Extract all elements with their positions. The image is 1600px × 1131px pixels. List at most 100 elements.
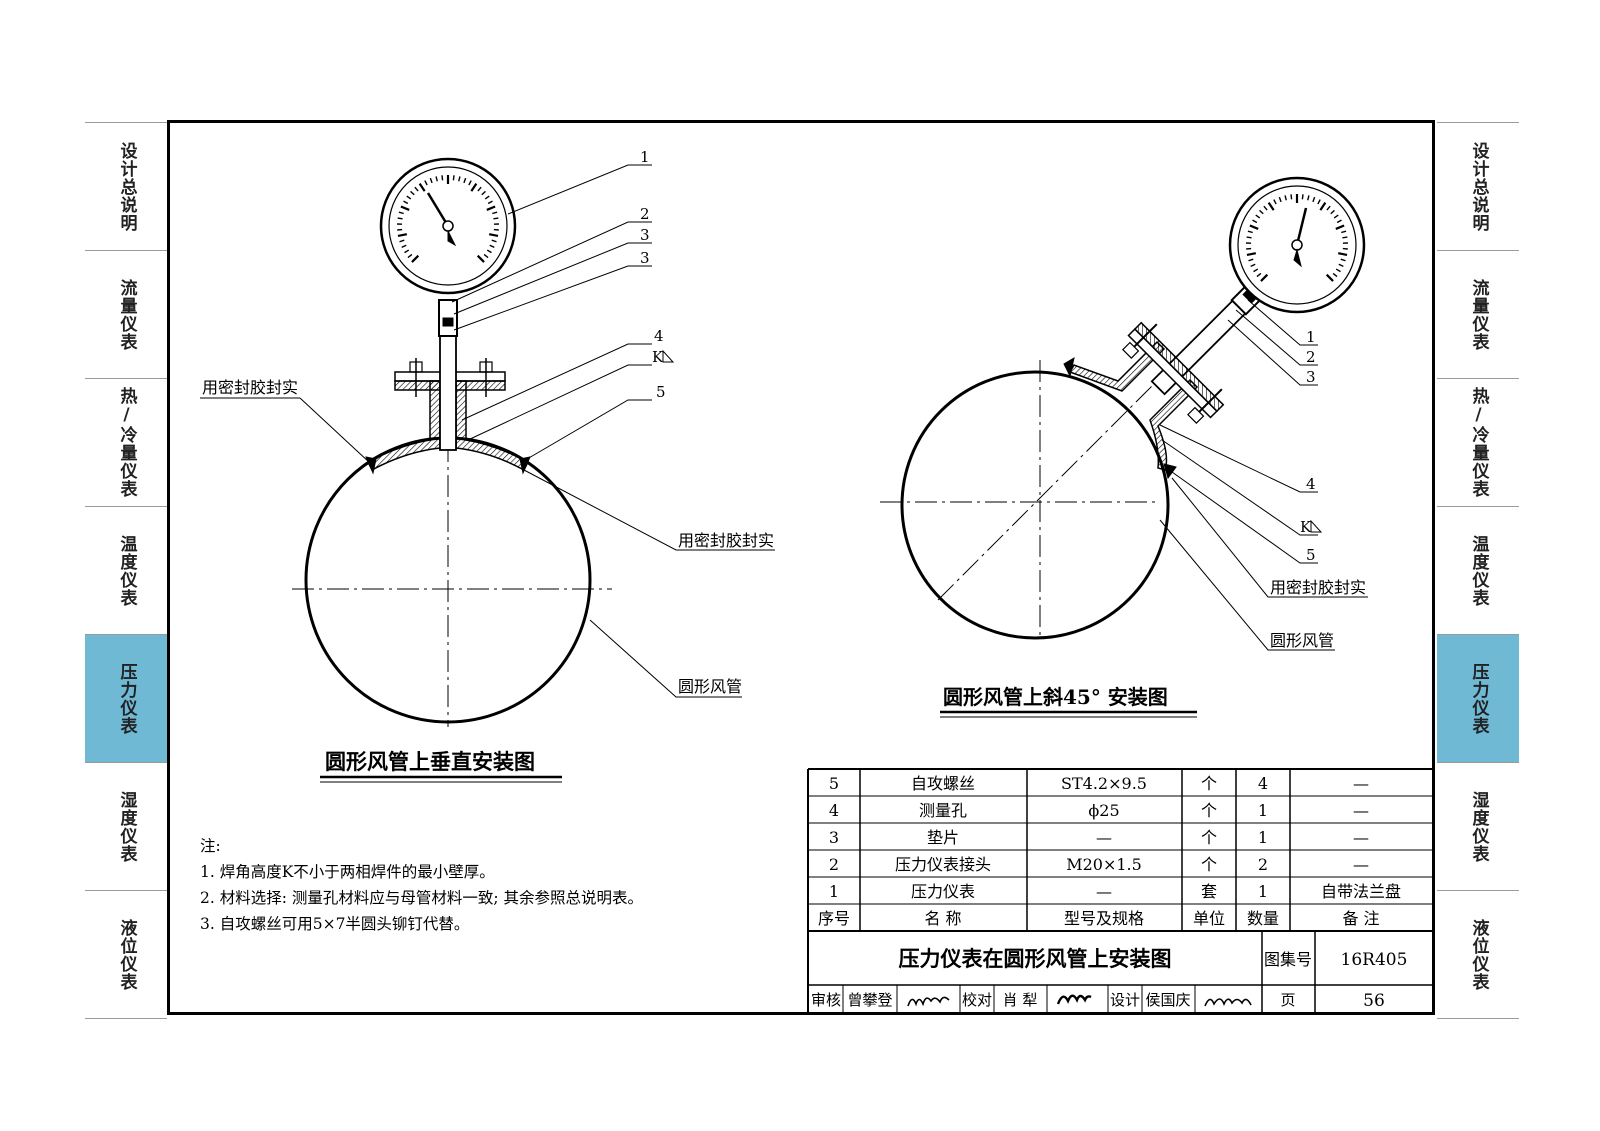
tab-humidity-meters[interactable]: 湿度仪表 <box>85 762 167 890</box>
drawing-frame <box>167 120 1435 1015</box>
callout-2: 2 <box>1306 348 1316 366</box>
gauge-tick <box>1248 258 1254 262</box>
tab-label: 设计总说明 <box>116 141 137 232</box>
gauge-tick <box>1260 273 1269 282</box>
saddle-lower <box>1149 378 1199 471</box>
callout-5: 5 <box>656 383 666 401</box>
tab-label: 设计总说明 <box>1468 141 1489 232</box>
duct-label: 圆形风管 <box>1270 631 1334 650</box>
gauge-tick <box>1325 273 1334 282</box>
gauge-tick <box>1307 195 1310 201</box>
cell: — <box>1353 801 1369 820</box>
gauge-tick <box>1340 258 1346 262</box>
cell: 1 <box>1258 882 1268 901</box>
cell: 压力仪表 <box>911 882 975 901</box>
gauge-needle <box>1295 207 1308 246</box>
callout-3: 3 <box>1306 368 1316 386</box>
gauge-tick <box>401 244 407 248</box>
notes-heading: 注: <box>200 837 221 855</box>
tab-temperature-meters[interactable]: 温度仪表 <box>1437 506 1519 634</box>
gauge-tick <box>397 233 408 238</box>
gauge-tick <box>1284 195 1287 201</box>
gauge-tick <box>1247 230 1253 234</box>
leader-5 <box>1171 471 1318 564</box>
callout-5: 5 <box>1306 546 1316 564</box>
tab-temperature-meters[interactable]: 温度仪表 <box>85 506 167 634</box>
gauge-tick <box>476 254 485 263</box>
cell: 个 <box>1201 774 1217 793</box>
side-nav-right: 设计总说明 流量仪表 热/冷量仪表 温度仪表 压力仪表 湿度仪表 液位仪表 <box>1437 122 1519 1019</box>
gauge-tick <box>1330 209 1335 215</box>
cell: — <box>1353 855 1369 874</box>
gauge-ticks <box>397 175 499 263</box>
cell: ϕ25 <box>1088 801 1119 820</box>
callout-3: 3 <box>640 226 650 244</box>
gauge-tick <box>1263 205 1268 211</box>
gauge-tick <box>458 176 461 182</box>
gauge-tick <box>1335 268 1341 273</box>
leader-4 <box>461 343 652 421</box>
gauge-tick <box>397 217 403 220</box>
gauge-tick <box>429 177 433 184</box>
cell: 压力仪表接头 <box>895 855 991 874</box>
gauge-tick <box>1337 252 1348 257</box>
page-number: 56 <box>1363 991 1385 1011</box>
tab-label: 液位仪表 <box>116 918 137 991</box>
leader-3 <box>1227 319 1318 386</box>
gauge-tick <box>1278 196 1282 203</box>
tab-label: 湿度仪表 <box>1468 790 1489 863</box>
header-cell: 数量 <box>1247 909 1279 928</box>
cell: 1 <box>829 882 839 901</box>
page-label: 页 <box>1280 991 1295 1009</box>
gauge-tick <box>470 182 478 192</box>
leader-seal-right <box>523 469 775 551</box>
gauge-tail <box>1293 248 1302 268</box>
cell: 1 <box>1258 828 1268 847</box>
cell: 测量孔 <box>919 801 967 820</box>
leader-3b <box>453 265 652 331</box>
parts-table-text: 5 自攻螺丝 ST4.2×9.5 个 4 — 4 测量孔 ϕ25 个 1 — 3… <box>818 774 1401 928</box>
tab-label: 液位仪表 <box>1468 918 1489 991</box>
gauge-tick <box>1249 224 1259 230</box>
tab-level-meters[interactable]: 液位仪表 <box>85 890 167 1018</box>
gauge-tick <box>484 195 490 200</box>
gauge-tick <box>1312 196 1316 203</box>
cell: 1 <box>1258 801 1268 820</box>
gauge-tick <box>400 205 410 211</box>
tab-flow-meters[interactable]: 流量仪表 <box>85 250 167 378</box>
design-label: 设计 <box>1110 991 1140 1009</box>
cell: — <box>1096 882 1112 901</box>
checker-signature <box>1056 994 1092 1005</box>
tab-flow-meters[interactable]: 流量仪表 <box>1437 250 1519 378</box>
tab-level-meters[interactable]: 液位仪表 <box>1437 890 1519 1018</box>
callout-2: 2 <box>640 205 650 223</box>
gauge-tick <box>1326 205 1331 211</box>
gauge-tick <box>1267 201 1275 211</box>
gauge-tick <box>435 176 438 182</box>
header-cell: 单位 <box>1193 909 1225 928</box>
gauge-tick <box>1253 268 1259 273</box>
cell: 2 <box>1258 855 1268 874</box>
gauge-tick <box>487 200 493 205</box>
gauge-tick <box>483 253 489 259</box>
angled-view-labels: 1 2 3 4 K 5 用密封胶封实 圆形风管 圆形风管上斜45° 安装图 <box>943 328 1366 709</box>
tab-design-notes[interactable]: 设计总说明 <box>85 122 167 250</box>
tab-pressure-meters[interactable]: 压力仪表 <box>85 634 167 762</box>
gauge-tick <box>463 177 467 184</box>
cell: ST4.2×9.5 <box>1061 774 1147 793</box>
tab-pressure-meters[interactable]: 压力仪表 <box>1437 634 1519 762</box>
side-nav-left: 设计总说明 流量仪表 热/冷量仪表 温度仪表 压力仪表 湿度仪表 液位仪表 <box>85 122 167 1019</box>
tab-design-notes[interactable]: 设计总说明 <box>1437 122 1519 250</box>
weld-k: K <box>1300 518 1312 536</box>
self-tapping-screw <box>1063 356 1075 378</box>
tab-heat-cold-meters[interactable]: 热/冷量仪表 <box>1437 378 1519 506</box>
gauge-tick <box>452 175 455 181</box>
weld-symbol <box>662 349 675 363</box>
gauge-tick <box>398 211 404 215</box>
tab-heat-cold-meters[interactable]: 热/冷量仪表 <box>85 378 167 506</box>
callout-4: 4 <box>1306 475 1316 493</box>
tab-humidity-meters[interactable]: 湿度仪表 <box>1437 762 1519 890</box>
leader-3a <box>453 242 652 315</box>
gauge-tick <box>1332 272 1338 278</box>
gauge-tick <box>1319 201 1327 211</box>
